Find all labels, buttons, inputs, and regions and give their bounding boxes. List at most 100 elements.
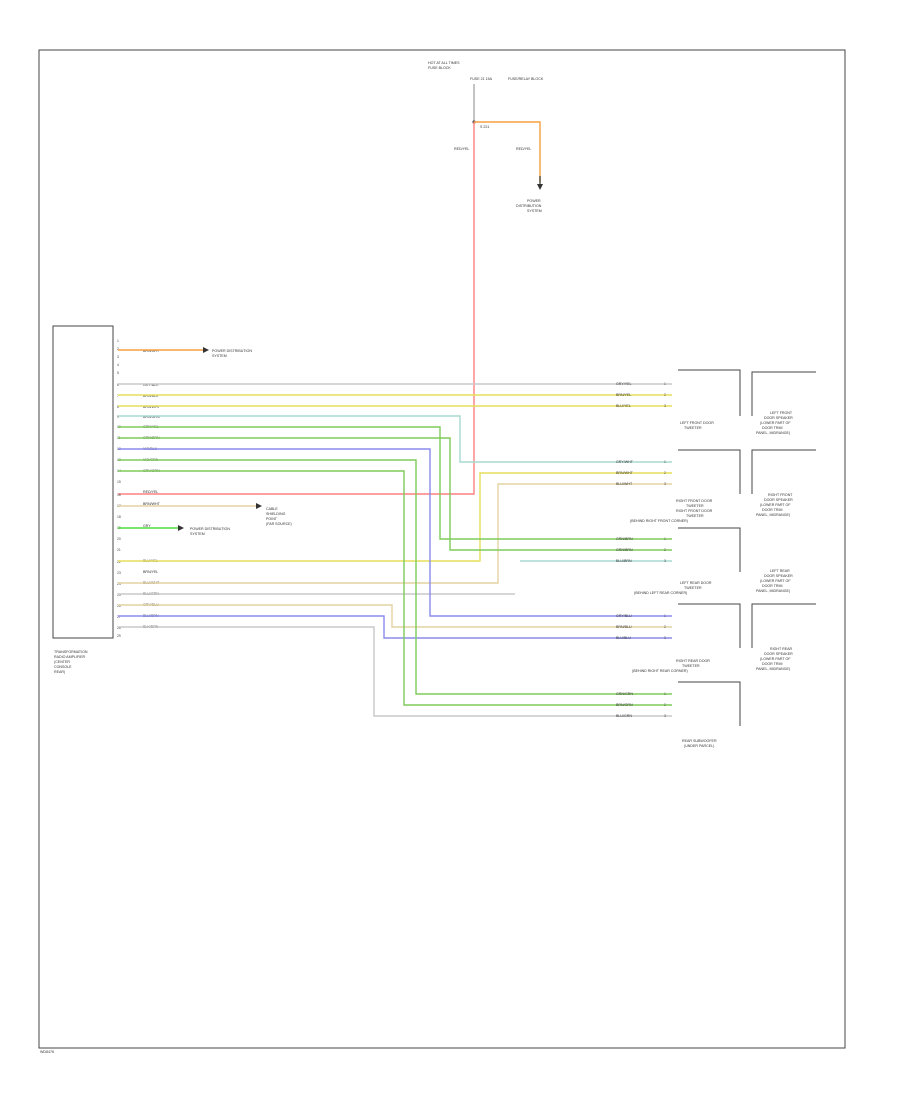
lr-label-1: LEFT REAR DOOR	[680, 581, 712, 585]
amp-conn-line-1: CABLE	[266, 507, 278, 511]
rr-door-label: (LOWER PART OF	[760, 657, 791, 661]
rf-door-mid-label: DOOR SPEAKER	[764, 498, 793, 502]
rr-door-label: PANEL, MIDRANGE)	[756, 667, 790, 671]
wire-rf-tw-3	[118, 483, 672, 584]
ground-top-1: POWER	[527, 199, 541, 203]
subwoofer-label-2: (UNDER PARCEL)	[684, 744, 714, 748]
amp-pin: 28	[117, 626, 121, 630]
lf-door-label: (LOWER PART OF	[760, 421, 791, 425]
spk-wire-label: GRN/GRN	[616, 692, 633, 696]
amp-wire-label: BRN/BLK	[143, 394, 159, 398]
spk-wire-label: BLU/WHT	[616, 482, 633, 486]
amplifier-box	[52, 325, 114, 639]
wire-lr-3	[118, 615, 672, 639]
rf-tweeter-label-1: RIGHT FRONT DOOR	[676, 499, 713, 503]
fuse-title-3: FUSE 21 15A	[470, 77, 493, 81]
spk-pin: 3	[664, 482, 666, 486]
amp-ground-2-line-1: POWER DISTRIBUTION	[190, 527, 230, 531]
amp-label-5: REAR)	[54, 670, 65, 674]
spk-wire-label: GRY/BLU	[616, 614, 632, 618]
ground-top-2: DISTRIBUTION	[516, 204, 542, 208]
amp-pin: 22	[117, 560, 121, 564]
amp-pin: 9	[117, 415, 119, 419]
speaker-box-lr-door	[751, 603, 816, 648]
spk-wire-label: BLU/YEL	[616, 404, 631, 408]
rr-label-1: RIGHT REAR DOOR	[676, 659, 710, 663]
spk-wire-label: BRN/YEL	[616, 393, 631, 397]
wire-red-power	[118, 122, 475, 495]
wire-rf-door-2	[118, 437, 672, 551]
wire-rf-tw-1	[118, 415, 672, 463]
amp-pin: 8	[117, 405, 119, 409]
speaker-wire-labels: GRY/YEL BRN/YEL BLU/YEL GRY/WHT BRN/WHT …	[616, 382, 634, 718]
speaker-box-rf-door-mid	[751, 449, 816, 494]
amp-ground-1-line-1: POWER DISTRIBUTION	[212, 349, 252, 353]
amp-pin: 16	[117, 493, 121, 497]
spk-wire-label: BLU/BLU	[616, 636, 631, 640]
rf-door-label-1: RIGHT FRONT DOOR	[676, 509, 713, 513]
lr-door-label: DOOR SPEAKER	[764, 574, 793, 578]
amp-ground-2-line-2: SYSTEM	[190, 532, 205, 536]
amp-wire-label: BRN/WHT	[143, 405, 161, 409]
speaker-pin-numbers: 1 2 3 1 2 3 1 2 3 1 2 3 1 2 3	[664, 382, 666, 718]
amp-pin: 24	[117, 582, 121, 586]
lf-door-label: LEFT FRONT	[770, 411, 793, 415]
amp-pin: 15	[117, 480, 121, 484]
spk-pin: 3	[664, 714, 666, 718]
amp-label-3: (CENTER	[54, 660, 70, 664]
diagram-id: WD8476	[40, 1050, 54, 1054]
spk-wire-label: BLU/GRN	[616, 714, 632, 718]
top-wire-a-label: RED/YEL	[454, 147, 469, 151]
spk-wire-label: BRN/BLU	[616, 625, 632, 629]
lr-door-label: PANEL, MIDRANGE)	[756, 589, 790, 593]
spk-pin: 1	[664, 537, 666, 541]
amp-pin: 21	[117, 548, 121, 552]
spk-wire-label: BRN/GRN	[616, 703, 633, 707]
fuse-title-1: HOT AT ALL TIMES	[428, 61, 460, 65]
spk-wire-label: BRN/WHT	[616, 471, 634, 475]
spk-pin: 3	[664, 636, 666, 640]
wire-rr-3	[118, 626, 672, 717]
amp-pin: 7	[117, 394, 119, 398]
amp-pin: 26	[117, 604, 121, 608]
amp-wire-labels: BRN/GRY GRY/BLK BRN/BLK BRN/WHT BRN/GRN …	[143, 349, 161, 629]
lr-label-3: (BEHIND LEFT REAR CORNER)	[634, 591, 687, 595]
spk-pin: 2	[664, 393, 666, 397]
spk-wire-label: BLU/BRN	[616, 559, 632, 563]
wire-lr-2	[118, 604, 672, 628]
amp-conn-line-2: SHIELDING	[266, 512, 286, 516]
amp-pin: 29	[117, 634, 121, 638]
rf-door-mid-label: PANEL, MIDRANGE)	[756, 513, 790, 517]
amp-pin: 6	[117, 383, 119, 387]
amp-pin: 3	[117, 355, 119, 359]
lr-door-label: (LOWER PART OF	[760, 579, 791, 583]
lf-tweeter-label-1: LEFT FRONT DOOR	[680, 421, 714, 425]
ground-top-3: SYSTEM	[527, 209, 542, 213]
spk-pin: 1	[664, 692, 666, 696]
rr-label-3: (BEHIND RIGHT REAR CORNER)	[632, 669, 688, 673]
amp-ground-1-line-2: SYSTEM	[212, 354, 227, 358]
amp-conn-line-3: POINT	[266, 517, 278, 521]
ground-2-arrow	[178, 525, 184, 531]
spk-pin: 3	[664, 404, 666, 408]
wire-rf-tw-2	[118, 472, 672, 562]
wire-rr-2	[118, 470, 672, 706]
spk-pin: 2	[664, 471, 666, 475]
amp-wire-label: RED/YEL	[143, 490, 158, 494]
shield-arrow	[256, 503, 262, 509]
speaker-box-lr	[678, 603, 741, 648]
top-wire-b-label: RED/YEL	[516, 147, 531, 151]
spk-pin: 2	[664, 625, 666, 629]
fuse-title-2: FUSE BLOCK	[428, 66, 451, 70]
speaker-box-rf-tweeter	[678, 449, 741, 494]
amp-pin: 25	[117, 593, 121, 597]
spk-pin: 3	[664, 559, 666, 563]
wire-rf-door-1	[118, 426, 672, 540]
ground-1-arrow	[203, 347, 209, 353]
splice-label: S 221	[480, 125, 489, 129]
amp-pin: 23	[117, 571, 121, 575]
spk-pin: 1	[664, 382, 666, 386]
amp-label-4: CONSOLE	[54, 665, 72, 669]
amp-wire-label: BRN/YEL	[143, 570, 158, 574]
